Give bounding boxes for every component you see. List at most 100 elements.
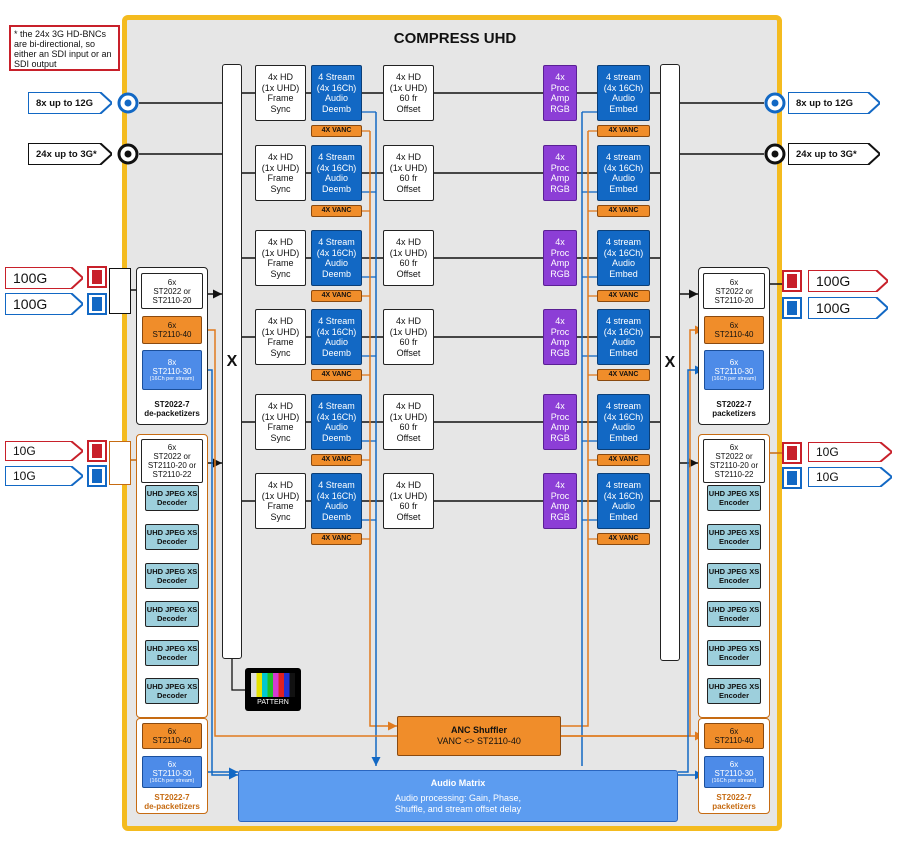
frame-offset: 4x HD (1x UHD) 60 fr Offset	[383, 309, 434, 365]
input-3g-tag-shape	[28, 143, 112, 165]
qsfp-port-icon	[782, 270, 802, 292]
output-10g-a-tag-shape	[808, 442, 892, 462]
output-12g-tag-shape	[788, 92, 880, 114]
vanc-in: 4X VANC	[311, 125, 362, 137]
vanc-in: 4X VANC	[311, 454, 362, 466]
proc-amp: 4x Proc Amp RGB	[543, 145, 577, 201]
frame-sync: 4x HD (1x UHD) Frame Sync	[255, 473, 306, 529]
signal-path	[561, 131, 589, 727]
right-st2110-20: 6x ST2022 or ST2110-20	[703, 273, 765, 309]
qsfp-port-icon	[87, 293, 107, 315]
proc-amp: 4x Proc Amp RGB	[543, 309, 577, 365]
left-st2110-40-b: 6x ST2110-40	[142, 723, 202, 749]
left-st2110-30-b: 6x ST2110-30 (16Ch per stream)	[142, 756, 202, 788]
audio-embed: 4 stream (4x 16Ch) Audio Embed	[597, 394, 650, 450]
vanc-in: 4X VANC	[311, 369, 362, 381]
output-3g-tag-shape	[788, 143, 880, 165]
jpeg-xs-encoder: UHD JPEG XS Encoder	[707, 601, 761, 627]
jpeg-xs-encoder: UHD JPEG XS Encoder	[707, 524, 761, 550]
frame-offset: 4x HD (1x UHD) 60 fr Offset	[383, 65, 434, 121]
vanc-in: 4X VANC	[311, 290, 362, 302]
frame-offset: 4x HD (1x UHD) 60 fr Offset	[383, 394, 434, 450]
input-crosspoint: X	[222, 64, 242, 659]
device-title: COMPRESS UHD	[393, 30, 517, 47]
left-st2110-30: 8x ST2110-30 (16Ch per stream)	[142, 350, 202, 390]
input-100g-b-tag-shape	[5, 293, 83, 315]
right-st2110-30: 6x ST2110-30 (16Ch per stream)	[704, 350, 764, 390]
jpeg-xs-encoder: UHD JPEG XS Encoder	[707, 678, 761, 704]
left-group-label: ST2022-7 de-packetizers	[144, 400, 200, 418]
vanc-out: 4X VANC	[597, 290, 650, 302]
output-3g-tag[interactable]: 24x up to 3G*	[796, 148, 857, 160]
anc-shuffler-sub: VANC <> ST2110-40	[437, 736, 521, 746]
input-100g-a-tag[interactable]: 100G	[13, 270, 48, 286]
qsfp-port-icon	[87, 266, 107, 288]
redundancy-switch-icon	[109, 268, 131, 314]
bidirectional-note: * the 24x 3G HD-BNCs are bi-directional,…	[9, 25, 120, 71]
signal-path	[678, 365, 704, 773]
proc-amp: 4x Proc Amp RGB	[543, 230, 577, 286]
frame-sync: 4x HD (1x UHD) Frame Sync	[255, 309, 306, 365]
input-3g-tag[interactable]: 24x up to 3G*	[36, 148, 97, 160]
right-jxs-st2110: 6x ST2022 or ST2110-20 or ST2110-22	[703, 439, 765, 483]
right-bottom-group-label: ST2022-7 packetizers	[712, 793, 756, 811]
audio-embed: 4 stream (4x 16Ch) Audio Embed	[597, 65, 650, 121]
audio-deemb: 4 Stream (4x 16Ch) Audio Deemb	[311, 230, 362, 286]
left-bottom-group-label: ST2022-7 de-packetizers	[144, 793, 200, 811]
input-100g-a-tag-shape	[5, 267, 83, 289]
sfp-port-icon	[782, 442, 802, 464]
input-10g-a-tag-shape	[5, 441, 83, 461]
pattern-label: PATTERN	[257, 699, 289, 706]
right-group-label: ST2022-7 packetizers	[712, 400, 756, 418]
audio-embed: 4 stream (4x 16Ch) Audio Embed	[597, 473, 650, 529]
left-st2110-30-label: 8x ST2110-30	[152, 357, 192, 376]
output-10g-b-tag[interactable]: 10G	[816, 470, 839, 484]
left-st2110-20: 6x ST2022 or ST2110-20	[141, 273, 203, 309]
sfp-port-icon	[87, 440, 107, 462]
jpeg-xs-decoder: UHD JPEG XS Decoder	[145, 485, 199, 511]
bnc-connector-icon	[117, 143, 139, 165]
jpeg-xs-decoder: UHD JPEG XS Decoder	[145, 678, 199, 704]
frame-offset: 4x HD (1x UHD) 60 fr Offset	[383, 473, 434, 529]
output-100g-a-tag-shape	[808, 270, 888, 292]
jpeg-xs-decoder: UHD JPEG XS Decoder	[145, 640, 199, 666]
output-12g-tag[interactable]: 8x up to 12G	[796, 97, 854, 109]
jpeg-xs-encoder: UHD JPEG XS Encoder	[707, 485, 761, 511]
input-10g-a-tag[interactable]: 10G	[13, 444, 36, 458]
output-100g-b-tag[interactable]: 100G	[816, 300, 851, 316]
vanc-in: 4X VANC	[311, 533, 362, 545]
crosspoint-label: X	[664, 353, 676, 371]
proc-amp: 4x Proc Amp RGB	[543, 394, 577, 450]
input-100g-b-tag[interactable]: 100G	[13, 296, 48, 312]
left-st2110-30-b-label: 6x ST2110-30	[152, 759, 192, 778]
audio-deemb: 4 Stream (4x 16Ch) Audio Deemb	[311, 65, 362, 121]
signal-path	[231, 659, 245, 691]
frame-sync: 4x HD (1x UHD) Frame Sync	[255, 394, 306, 450]
vanc-in: 4X VANC	[311, 205, 362, 217]
bnc-connector-icon	[764, 143, 786, 165]
qsfp-port-icon	[782, 297, 802, 319]
output-10g-a-tag[interactable]: 10G	[816, 445, 839, 459]
jpeg-xs-encoder: UHD JPEG XS Encoder	[707, 640, 761, 666]
vanc-out: 4X VANC	[597, 205, 650, 217]
left-st2110-30-b-sub: (16Ch per stream)	[149, 777, 195, 784]
right-st2110-30-b: 6x ST2110-30 (16Ch per stream)	[704, 756, 764, 788]
output-100g-a-tag[interactable]: 100G	[816, 273, 851, 289]
redundancy-switch-icon	[109, 441, 131, 485]
input-10g-b-tag[interactable]: 10G	[13, 469, 36, 483]
color-bars-icon	[251, 673, 295, 697]
jpeg-xs-decoder: UHD JPEG XS Decoder	[145, 524, 199, 550]
left-jxs-st2110: 6x ST2022 or ST2110-20 or ST2110-22	[141, 439, 203, 483]
input-12g-tag[interactable]: 8x up to 12G	[36, 97, 94, 109]
vanc-out: 4X VANC	[597, 125, 650, 137]
input-10g-b-tag-shape	[5, 466, 83, 486]
right-st2110-30-b-label: 6x ST2110-30	[714, 759, 754, 778]
audio-matrix: Audio Matrix Audio processing: Gain, Pha…	[238, 770, 678, 822]
audio-deemb: 4 Stream (4x 16Ch) Audio Deemb	[311, 309, 362, 365]
left-st2110-40: 6x ST2110-40	[142, 316, 202, 344]
output-100g-b-tag-shape	[808, 297, 888, 319]
audio-embed: 4 stream (4x 16Ch) Audio Embed	[597, 309, 650, 365]
audio-deemb: 4 Stream (4x 16Ch) Audio Deemb	[311, 145, 362, 201]
sfp-port-icon	[782, 467, 802, 489]
